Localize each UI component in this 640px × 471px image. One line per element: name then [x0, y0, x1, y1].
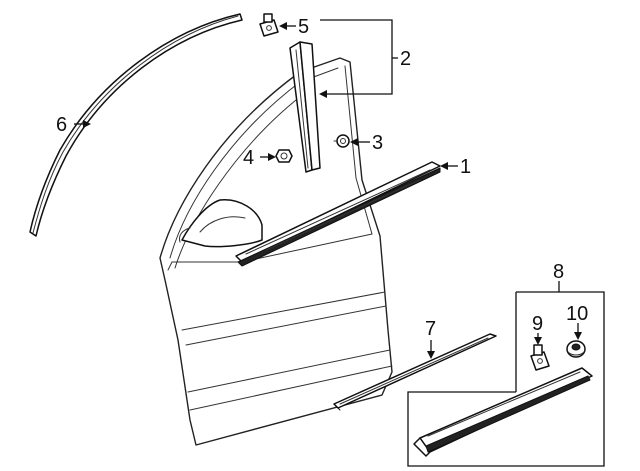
callout-5: 5: [298, 16, 309, 38]
part-9-clip: [530, 344, 550, 371]
callout-8: 8: [553, 261, 564, 283]
part-7-body-molding: [333, 333, 497, 411]
inset-box: [407, 281, 605, 467]
part-4-nut: [275, 149, 293, 163]
leader-lines: [74, 19, 582, 359]
part-1-belt-molding: [235, 161, 441, 267]
callout-4: 4: [243, 147, 254, 169]
callout-9: 9: [532, 313, 543, 335]
callout-2: 2: [400, 48, 411, 70]
callout-1: 1: [460, 156, 471, 178]
callout-7: 7: [425, 318, 436, 340]
front-door-outline: [159, 57, 393, 446]
part-8-rocker-molding: [413, 367, 593, 457]
part-5-clip: [259, 13, 279, 37]
part-2-pillar-applique: [289, 41, 321, 173]
part-6-frame-molding: [29, 13, 243, 237]
callout-3: 3: [372, 132, 383, 154]
part-3-grommet: [333, 134, 350, 148]
callout-10: 10: [566, 303, 588, 325]
part-10-grommet: [566, 340, 586, 358]
side-mirror: [179, 199, 263, 248]
callout-6: 6: [56, 114, 67, 136]
